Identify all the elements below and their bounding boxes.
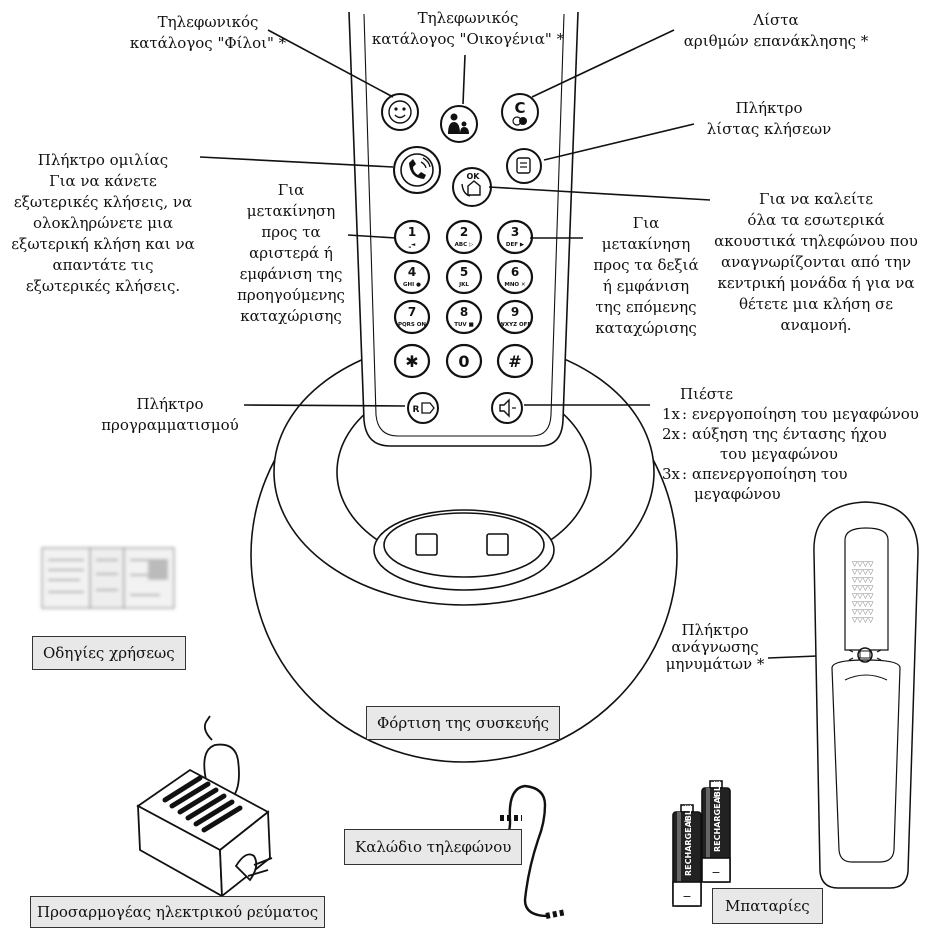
svg-text:▽▽▽▽: ▽▽▽▽ [852, 576, 874, 584]
box-charging: Φόρτιση της συσκευής [366, 706, 561, 740]
calls-list-key[interactable] [506, 148, 542, 184]
speaker-key[interactable] [491, 392, 523, 424]
svg-text:▽▽▽▽: ▽▽▽▽ [852, 584, 874, 592]
r-programming-key[interactable]: R [407, 392, 439, 424]
battery-text-right: RECHARGEABLE [713, 781, 722, 852]
family-phonebook-key[interactable] [440, 105, 478, 143]
svg-text:+: + [683, 817, 691, 827]
key-letters: DEF ▶ [506, 242, 525, 248]
key-digit: 4 [408, 265, 416, 279]
svg-text:▽▽▽▽: ▽▽▽▽ [852, 600, 874, 608]
press-label: Πιέστε [680, 385, 734, 403]
handset-back-view: ▽▽▽▽▽▽▽▽▽▽▽▽ ▽▽▽▽▽▽▽▽▽▽▽▽ ▽▽▽▽▽▽▽▽ [813, 501, 919, 889]
key-digit: 0 [458, 352, 469, 371]
key-letters: ABC ▷ [455, 242, 474, 248]
speaker-step: 1x: ενεργοποίηση του μεγαφώνου [661, 405, 919, 423]
speaker-step-cont: μεγαφώνου [694, 485, 781, 503]
key-digit: ✱ [405, 352, 418, 371]
key-star[interactable]: ✱ [393, 343, 431, 379]
key-letters: ⎵◄ [408, 242, 416, 248]
key-digit: 2 [460, 225, 468, 239]
ok-intercom-key[interactable]: OK [452, 167, 492, 207]
svg-text:+: + [712, 793, 720, 803]
batteries-illustration: RECHARGEABLE − + RECHARGEABLE − + [672, 780, 731, 907]
key-digit: # [508, 352, 521, 371]
friends-phonebook-key[interactable] [381, 93, 419, 131]
battery-right: RECHARGEABLE − + [701, 780, 731, 883]
key-digit: 7 [408, 305, 416, 319]
leader-lines [199, 29, 843, 659]
svg-text:−: − [711, 866, 720, 879]
box-batteries: Μπαταρίες [712, 888, 823, 924]
r-key-glyph: R [413, 405, 420, 415]
manual-illustration [41, 547, 175, 609]
power-adapter-illustration [136, 715, 273, 898]
key-letters: GHI ● [403, 282, 421, 288]
key-digit: 1 [408, 225, 416, 239]
svg-text:▽▽▽▽: ▽▽▽▽ [852, 560, 874, 568]
message-key[interactable] [848, 647, 882, 663]
key-digit: 8 [460, 305, 468, 319]
speaker-step: 2x: αύξηση της έντασης ήχου [661, 425, 887, 443]
svg-text:▽▽▽▽: ▽▽▽▽ [852, 568, 874, 576]
clear-redial-key[interactable]: C [501, 93, 539, 131]
talk-key[interactable] [393, 146, 441, 194]
charging-base [250, 338, 678, 763]
key-letters: MNO ✕ [504, 282, 525, 288]
svg-text:▽▽▽▽: ▽▽▽▽ [852, 592, 874, 600]
speaker-instructions: Πιέστε 1x: ενεργοποίηση του μεγαφώνου 2x… [656, 384, 919, 504]
battery-text-left: RECHARGEABLE [684, 805, 693, 876]
svg-text:▽▽▽▽: ▽▽▽▽ [852, 608, 874, 616]
key-digit: 3 [511, 225, 519, 239]
key-digit: 5 [460, 265, 468, 279]
key-hash[interactable]: # [496, 343, 534, 379]
key-0[interactable]: 0 [445, 343, 483, 379]
svg-text:▽▽▽▽: ▽▽▽▽ [852, 616, 874, 624]
key-1[interactable]: 1 ⎵◄ [393, 219, 431, 255]
key-letters: PQRS ON [398, 322, 426, 328]
box-manual: Οδηγίες χρήσεως [32, 636, 186, 670]
battery-left: RECHARGEABLE − + [672, 804, 702, 907]
svg-text:−: − [682, 890, 691, 903]
ok-key-glyph: OK [467, 172, 481, 181]
box-cable: Καλώδιο τηλεφώνου [344, 829, 523, 865]
key-letters: TUV ■ [454, 322, 474, 328]
key-digit: 6 [511, 265, 519, 279]
key-digit: 9 [511, 305, 519, 319]
speaker-step: 3x: απενεργοποίηση του [661, 465, 848, 483]
box-adapter: Προσαρμογέας ηλεκτρικού ρεύματος [30, 896, 326, 928]
key-letters: JKL [458, 282, 469, 288]
clear-key-glyph: C [514, 99, 525, 117]
key-letters: WXYZ OFF [499, 322, 532, 328]
speaker-step-cont: του μεγαφώνου [720, 445, 838, 463]
